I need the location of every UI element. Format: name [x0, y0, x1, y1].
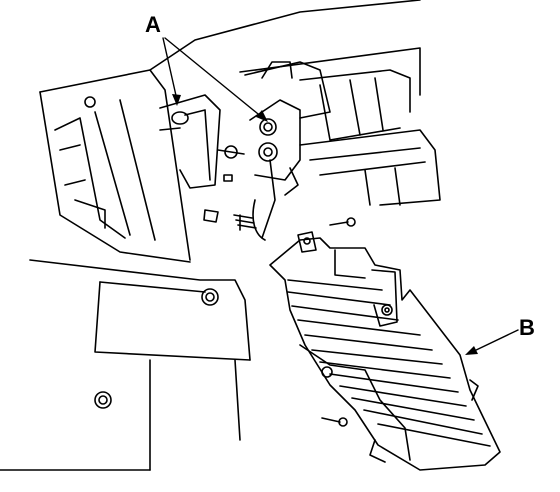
callout-b-leader — [465, 329, 519, 355]
clamp-bracket-assembly — [159, 94, 299, 239]
hose-line — [252, 199, 266, 241]
callout-label-a: A — [145, 12, 161, 37]
mounting-bolts — [321, 217, 356, 427]
heater-duct — [269, 231, 501, 471]
callout-a-leaders — [162, 37, 268, 122]
connector-cluster — [203, 209, 257, 231]
side-panel — [39, 69, 191, 263]
lower-trim-panel — [0, 259, 251, 471]
callout-label-b: B — [519, 315, 535, 340]
heater-unit-housing — [149, 0, 441, 206]
